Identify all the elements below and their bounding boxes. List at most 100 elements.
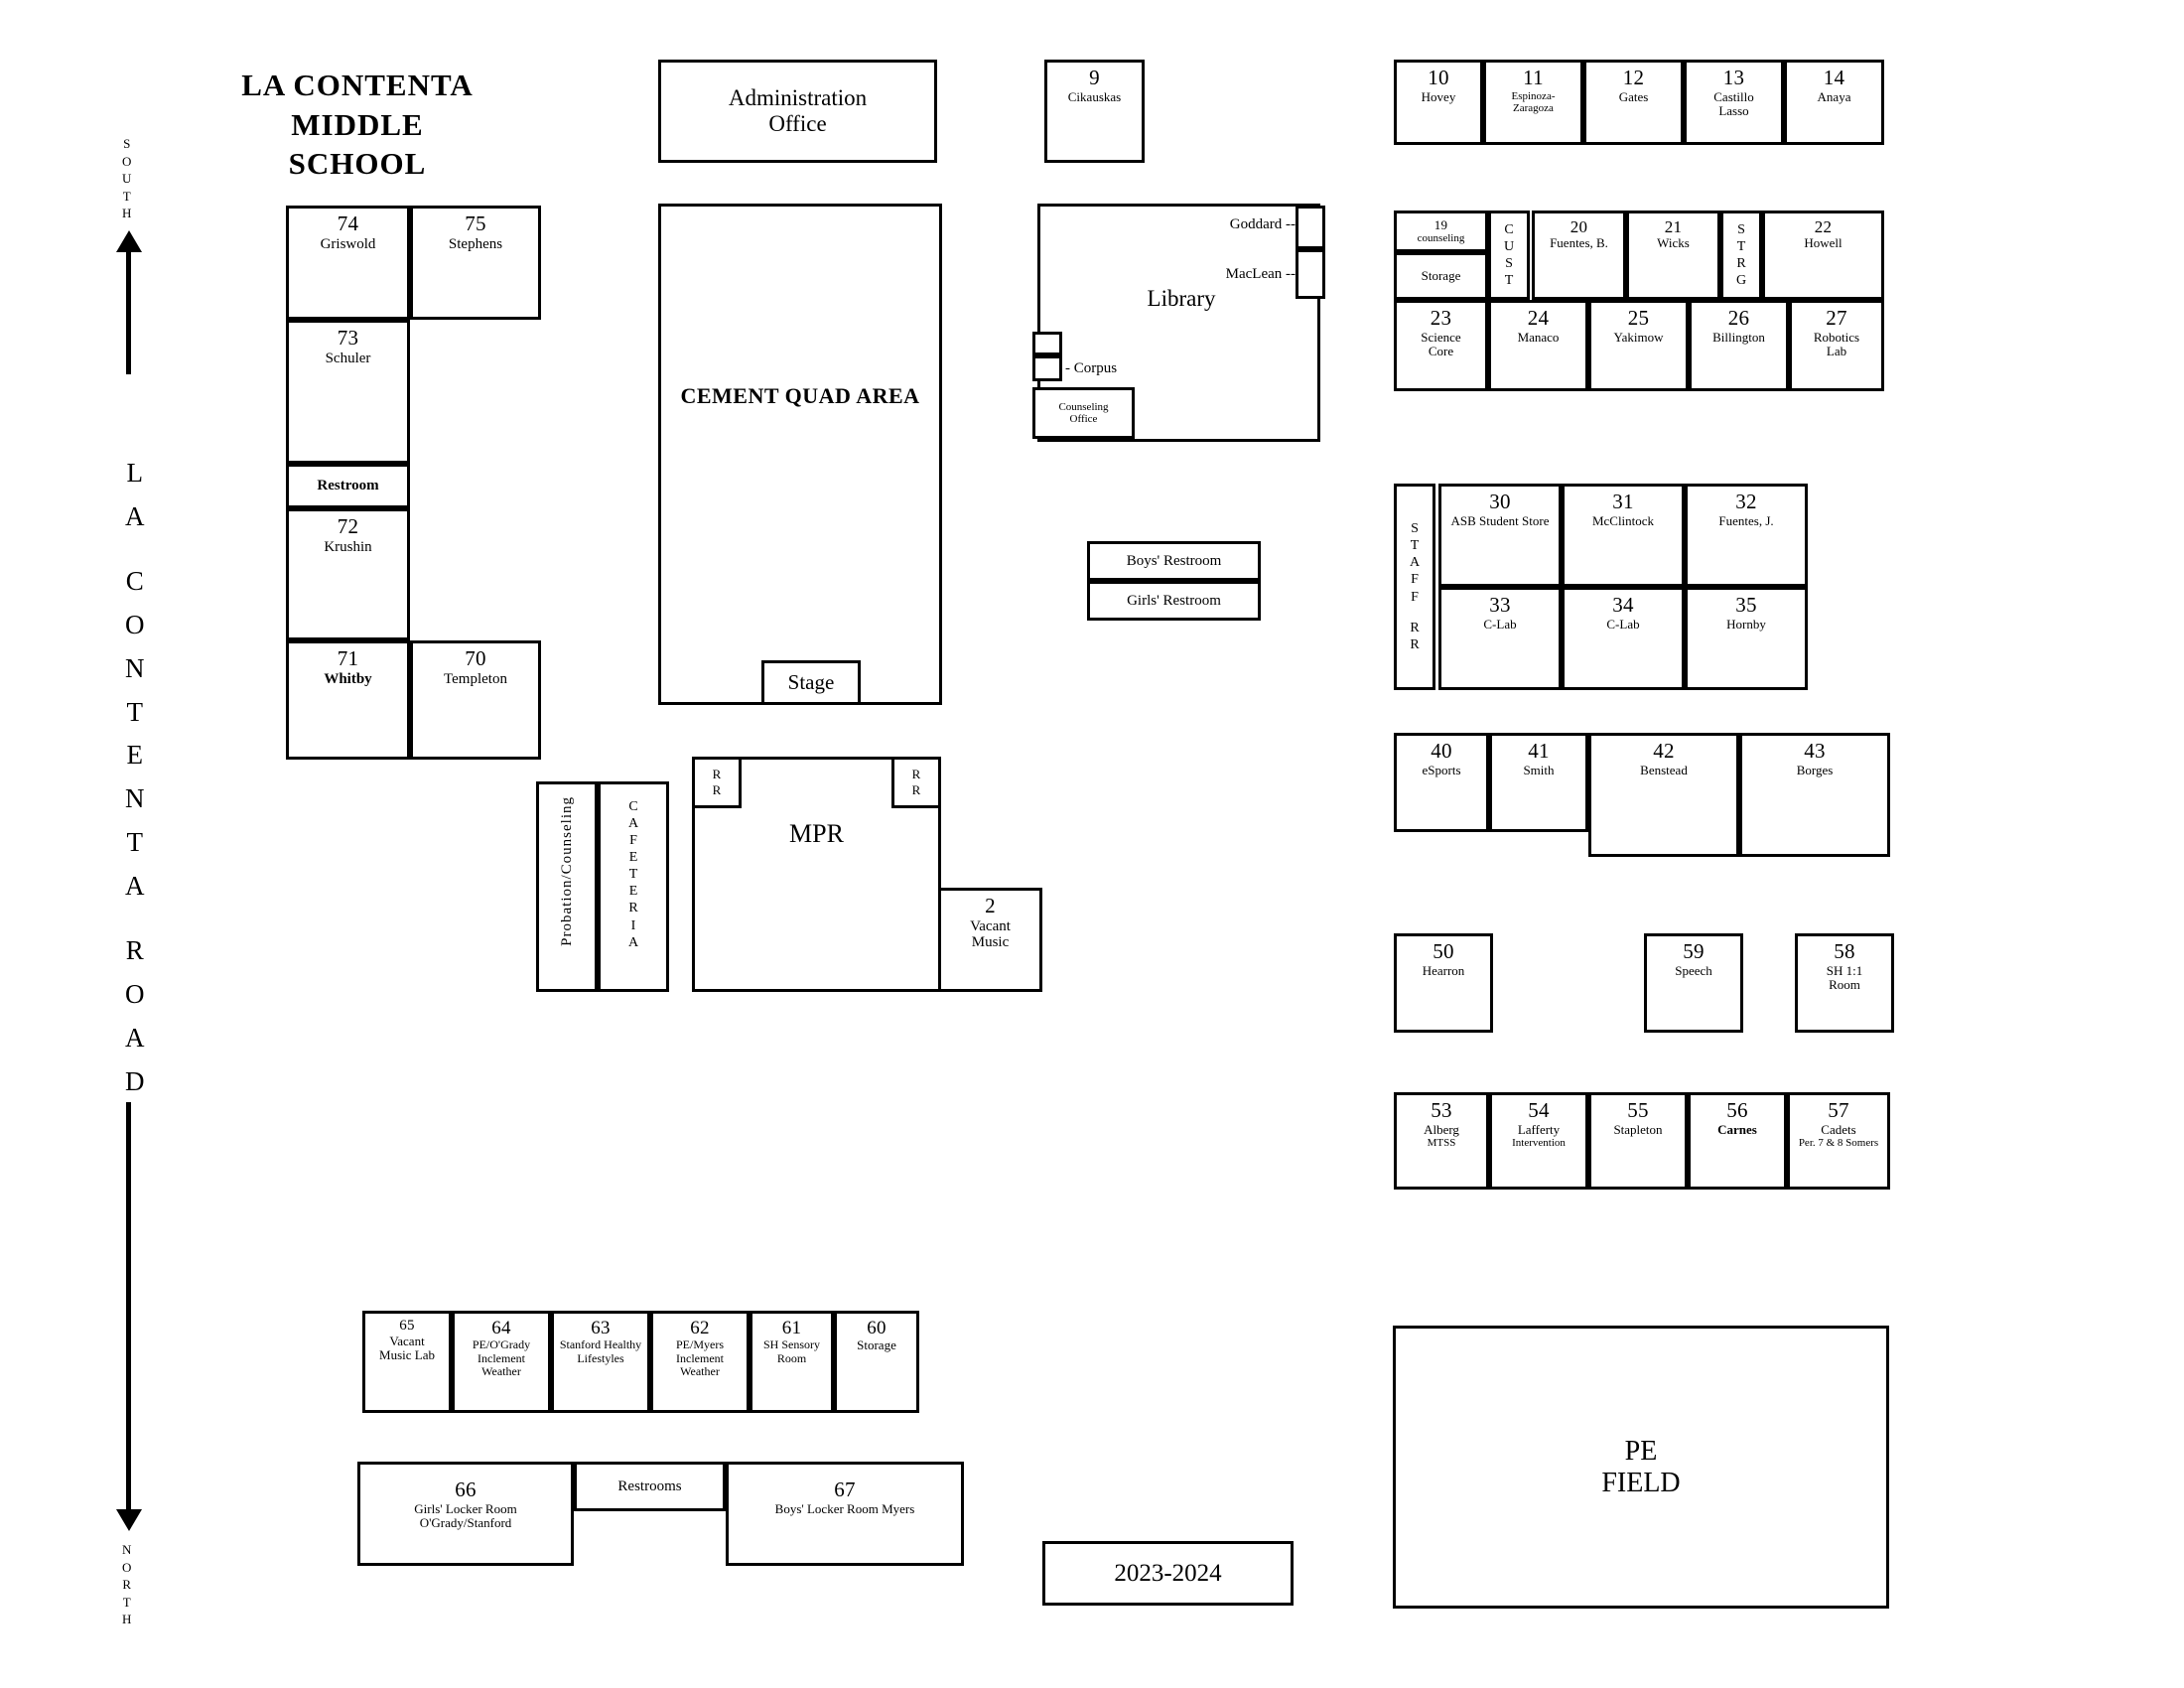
south-arrow-head <box>116 230 142 252</box>
school-year-box: 2023-2024 <box>1042 1541 1294 1606</box>
room-54-number: 54 <box>1528 1098 1550 1122</box>
room-67-number: 67 <box>834 1477 856 1501</box>
stage-label: Stage <box>787 669 835 694</box>
room-59[interactable]: 59 Speech <box>1644 933 1743 1033</box>
restrooms-locker[interactable]: Restrooms <box>574 1462 726 1511</box>
library-room-corpus-lower[interactable] <box>1032 355 1062 381</box>
room-14[interactable]: 14 Anaya <box>1784 60 1884 145</box>
room-23[interactable]: 23 Science Core <box>1394 300 1488 391</box>
room-54[interactable]: 54 Lafferty Intervention <box>1489 1092 1588 1190</box>
room-40[interactable]: 40 eSports <box>1394 733 1489 832</box>
room-25[interactable]: 25 Yakimow <box>1588 300 1689 391</box>
school-name-line3: SCHOOL <box>288 146 427 182</box>
room-20-number: 20 <box>1570 217 1588 236</box>
room-63-label: Stanford Healthy Lifestyles <box>559 1337 642 1365</box>
counseling-office-line2: Office <box>1069 413 1098 425</box>
room-71-label: Whitby <box>324 670 372 687</box>
room-75-number: 75 <box>465 211 486 235</box>
room-22[interactable]: 22 Howell <box>1762 211 1884 300</box>
room-75[interactable]: 75 Stephens <box>410 206 541 320</box>
goddard-label: Goddard -- <box>1229 216 1296 232</box>
counseling-office[interactable]: Counseling Office <box>1032 387 1135 439</box>
room-31[interactable]: 31 McClintock <box>1562 484 1685 587</box>
room-43-number: 43 <box>1804 739 1826 763</box>
administration-office[interactable]: Administration Office <box>658 60 937 163</box>
room-34-number: 34 <box>1612 593 1634 617</box>
room-33[interactable]: 33 C-Lab <box>1438 587 1562 690</box>
room-26[interactable]: 26 Billington <box>1689 300 1789 391</box>
room-20-label: Fuentes, B. <box>1550 235 1608 251</box>
room-62[interactable]: 62 PE/Myers Inclement Weather <box>650 1311 750 1413</box>
room-20[interactable]: 20 Fuentes, B. <box>1532 211 1626 300</box>
room-27[interactable]: 27 Robotics Lab <box>1789 300 1884 391</box>
room-66-girls-locker[interactable]: 66 Girls' Locker Room O'Grady/Stanford <box>357 1462 574 1566</box>
room-57[interactable]: 57 Cadets Per. 7 & 8 Somers <box>1787 1092 1890 1190</box>
storage-19[interactable]: Storage <box>1394 252 1488 300</box>
room-55-label: Stapleton <box>1613 1121 1663 1137</box>
room-55[interactable]: 55 Stapleton <box>1588 1092 1688 1190</box>
room-74[interactable]: 74 Griswold <box>286 206 410 320</box>
room-9[interactable]: 9 Cikauskas <box>1044 60 1145 163</box>
room-70[interactable]: 70 Templeton <box>410 640 541 760</box>
room-65-label: Vacant Music Lab <box>379 1333 435 1363</box>
library-room-maclean[interactable] <box>1296 249 1325 299</box>
room-34-label: C-Lab <box>1606 616 1640 632</box>
room-53[interactable]: 53 Alberg MTSS <box>1394 1092 1489 1190</box>
room-73[interactable]: 73 Schuler <box>286 320 410 464</box>
room-35-number: 35 <box>1735 593 1757 617</box>
room-71-number: 71 <box>337 646 359 670</box>
restroom-west[interactable]: Restroom <box>286 464 410 508</box>
room-61[interactable]: 61 SH Sensory Room <box>750 1311 834 1413</box>
stage[interactable]: Stage <box>761 660 861 705</box>
room-11-number: 11 <box>1523 66 1544 89</box>
room-41[interactable]: 41 Smith <box>1489 733 1588 832</box>
room-65[interactable]: 65 Vacant Music Lab <box>362 1311 452 1413</box>
boys-restroom[interactable]: Boys' Restroom <box>1087 541 1261 581</box>
room-56[interactable]: 56 Carnes <box>1688 1092 1787 1190</box>
room-30[interactable]: 30 ASB Student Store <box>1438 484 1562 587</box>
room-10[interactable]: 10 Hovey <box>1394 60 1483 145</box>
room-19-counseling[interactable]: 19 counseling <box>1394 211 1488 252</box>
room-64[interactable]: 64 PE/O'Grady Inclement Weather <box>452 1311 551 1413</box>
room-11[interactable]: 11 Espinoza-Zaragoza <box>1483 60 1583 145</box>
probation-counseling[interactable]: Probation/Counseling <box>536 781 598 992</box>
room-30-number: 30 <box>1489 490 1511 513</box>
room-63[interactable]: 63 Stanford Healthy Lifestyles <box>551 1311 650 1413</box>
room-62-label: PE/Myers Inclement Weather <box>676 1337 724 1379</box>
room-24[interactable]: 24 Manaco <box>1488 300 1588 391</box>
room-35[interactable]: 35 Hornby <box>1685 587 1808 690</box>
room-13-number: 13 <box>1722 66 1745 89</box>
room-26-number: 26 <box>1727 306 1750 330</box>
room-60[interactable]: 60 Storage <box>834 1311 919 1413</box>
room-13[interactable]: 13 Castillo Lasso <box>1684 60 1784 145</box>
girls-restroom[interactable]: Girls' Restroom <box>1087 581 1261 621</box>
south-arrow-line <box>126 250 131 374</box>
library-room-corpus-upper[interactable] <box>1032 332 1062 355</box>
room-32[interactable]: 32 Fuentes, J. <box>1685 484 1808 587</box>
room-50[interactable]: 50 Hearron <box>1394 933 1493 1033</box>
room-21[interactable]: 21 Wicks <box>1626 211 1720 300</box>
library-label: Library <box>1147 286 1216 311</box>
room-34[interactable]: 34 C-Lab <box>1562 587 1685 690</box>
room-50-label: Hearron <box>1422 962 1465 978</box>
room-58[interactable]: 58 SH 1:1 Room <box>1795 933 1894 1033</box>
room-72[interactable]: 72 Krushin <box>286 508 410 640</box>
room-43[interactable]: 43 Borges <box>1739 733 1890 857</box>
room-2[interactable]: 2 Vacant Music <box>938 888 1042 992</box>
library-room-goddard[interactable] <box>1296 206 1325 249</box>
room-71[interactable]: 71 Whitby <box>286 640 410 760</box>
pe-field[interactable]: PE FIELD <box>1393 1326 1889 1609</box>
cement-quad-area[interactable]: CEMENT QUAD AREA <box>658 204 942 705</box>
room-12[interactable]: 12 Gates <box>1583 60 1684 145</box>
room-67-boys-locker[interactable]: 67 Boys' Locker Room Myers <box>726 1462 964 1566</box>
room-42[interactable]: 42 Benstead <box>1588 733 1739 857</box>
